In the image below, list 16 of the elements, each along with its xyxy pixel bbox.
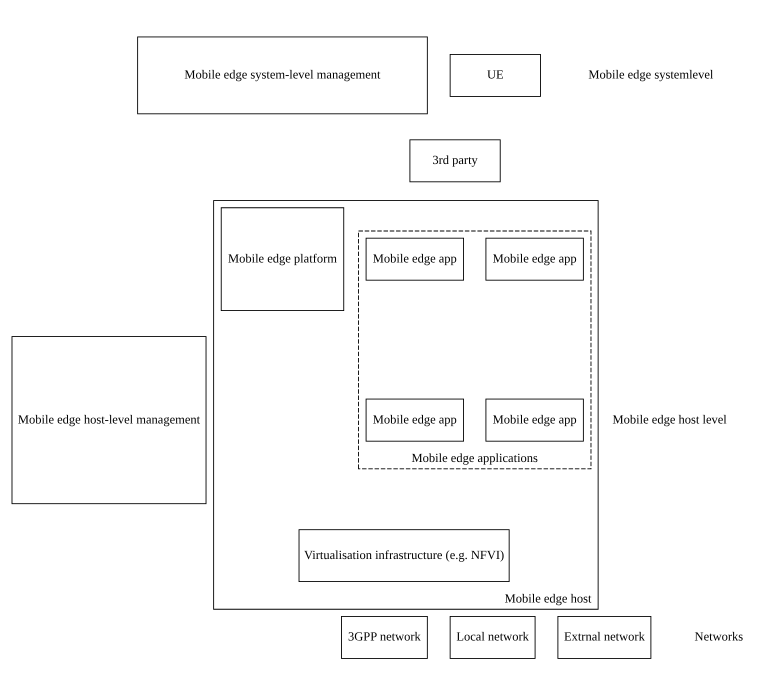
node-box: Extrnal network [557, 615, 652, 658]
node-box: Local network [450, 615, 536, 658]
node-box: Mobile edge app [485, 398, 584, 442]
node-box: 3rd party [409, 138, 501, 182]
label: Networks [694, 629, 744, 644]
node-box: Mobile edge app [366, 398, 464, 442]
node-box: UE [450, 53, 541, 96]
node-box: 3GPP network [341, 615, 428, 658]
node-box: Mobile edge host-level management [12, 336, 206, 504]
node-box: Mobile edge platform [220, 206, 344, 311]
node-box: Mobile edge app [366, 237, 464, 280]
node-box: Mobile edge app [485, 237, 584, 280]
label: Mobile edge systemlevel [588, 67, 714, 82]
node-box: Virtualisation infrastructure (e.g. NFVI) [298, 528, 510, 582]
label: Mobile edge host level [612, 412, 727, 426]
node-box: Mobile edge system-level management [137, 36, 428, 114]
